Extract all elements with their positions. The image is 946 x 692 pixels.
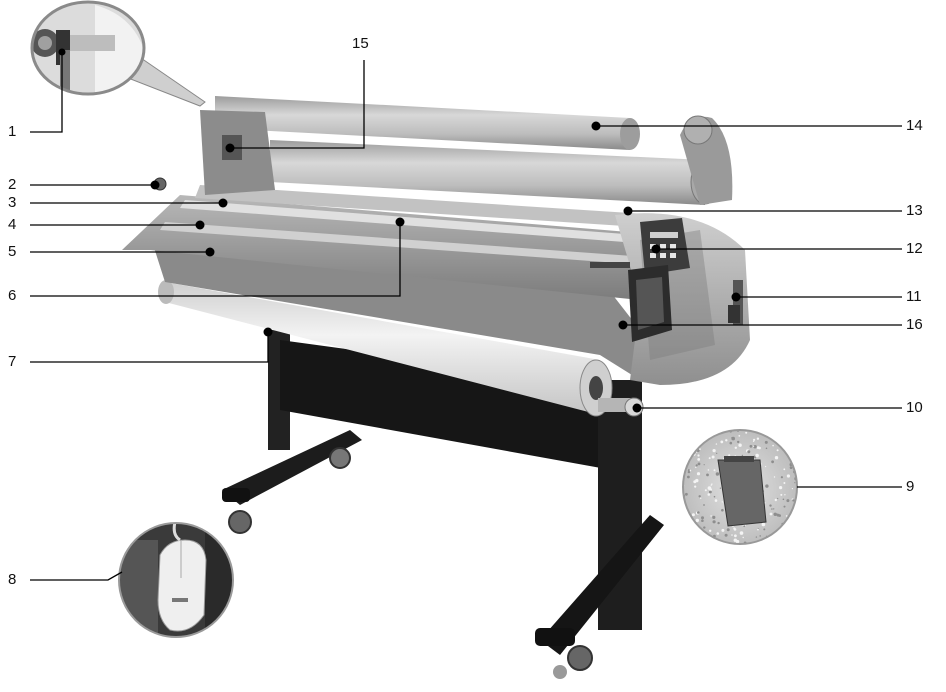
- callout-label-8: 8: [8, 571, 17, 588]
- laminator-body: [122, 185, 750, 385]
- callout-label-1: 1: [8, 123, 17, 140]
- upper-rolls: [200, 96, 733, 205]
- callout-label-16: 16: [906, 316, 923, 333]
- callout-label-2: 2: [8, 176, 17, 193]
- inset-foot-pedal: [682, 429, 798, 545]
- leader-15: [230, 60, 365, 149]
- callout-label-4: 4: [8, 216, 17, 233]
- callout-label-6: 6: [8, 287, 17, 304]
- callout-label-12: 12: [906, 240, 923, 257]
- inset-mouse-detail: [118, 522, 234, 638]
- callout-label-14: 14: [906, 117, 923, 134]
- leader-7: [30, 332, 269, 363]
- callout-label-3: 3: [8, 194, 17, 211]
- leader-6: [30, 222, 401, 297]
- callout-label-9: 9: [906, 478, 915, 495]
- callout-dots: [58, 48, 741, 413]
- lower-supply-roll: [158, 280, 644, 417]
- callout-label-13: 13: [906, 202, 923, 219]
- callout-label-7: 7: [8, 353, 17, 370]
- stand: [222, 330, 664, 679]
- leader-8: [30, 571, 123, 581]
- inset-shaft-detail: [30, 0, 206, 107]
- leader-lines: [30, 54, 902, 581]
- callout-label-15: 15: [352, 35, 369, 52]
- callout-label-10: 10: [906, 399, 923, 416]
- leader-1: [30, 54, 63, 133]
- callout-label-5: 5: [8, 243, 17, 260]
- callout-label-11: 11: [906, 288, 922, 305]
